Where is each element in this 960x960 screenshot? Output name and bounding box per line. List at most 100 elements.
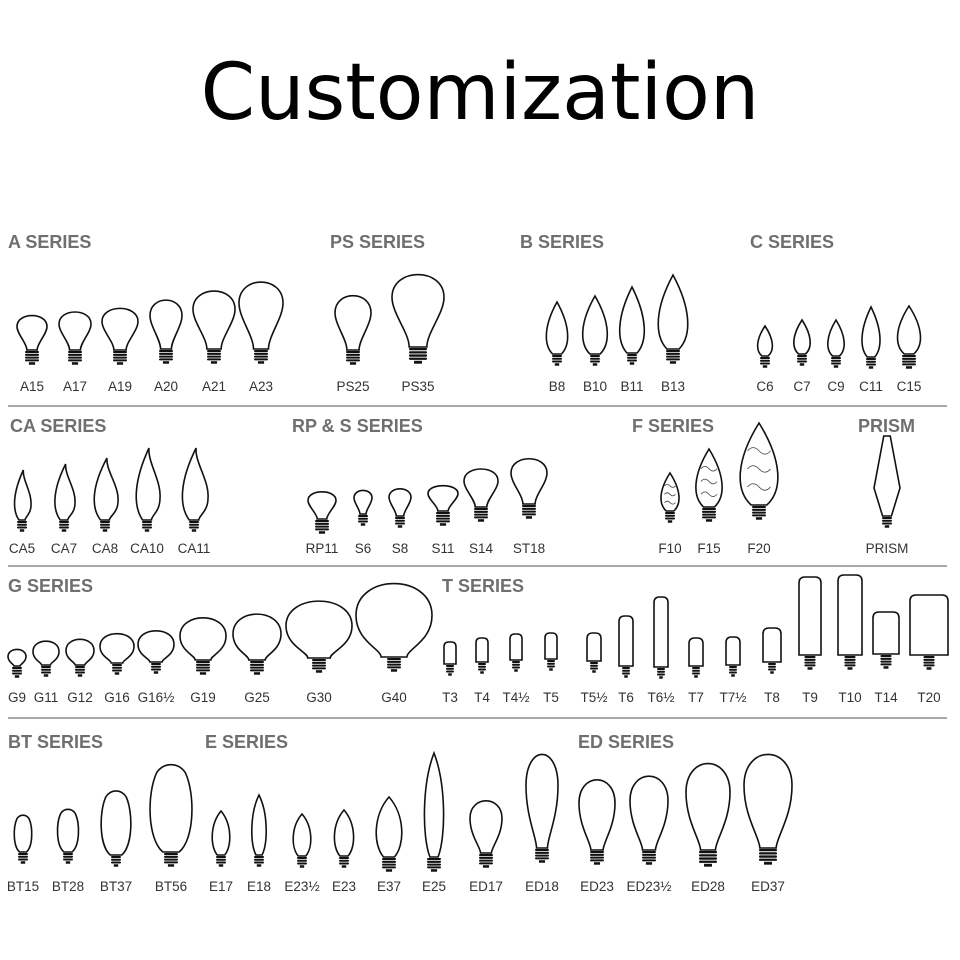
bulb-base-ring [547,662,555,665]
bulb-glass-shape [837,574,863,656]
bulb-label: E17 [209,879,233,894]
bulb-base-ring [446,670,454,673]
bulb-base-ring [627,359,637,362]
bulb-base-ring [41,668,51,671]
bulb-label: BT37 [100,879,132,894]
bulb-glass-shape [149,299,183,350]
bulb-glass-shape [32,640,60,666]
bulb-label: T6½ [647,690,674,705]
bulb-t20: T20 [909,594,949,705]
bulb-base-ring [41,671,51,674]
bulb-t7: T7 [688,637,704,705]
bulb-glass-shape [58,311,92,351]
bulb-glass-shape [793,318,811,355]
bulb-base-ring [512,663,520,666]
bulb-glass-shape [725,636,741,666]
bulb-base-ring [642,859,656,862]
bulb-base-tip [162,361,170,364]
bulb-base-ring [312,667,326,670]
bulb-e25: E25 [422,750,446,894]
bulb-base-ring [427,858,441,861]
series-title: PS SERIES [330,232,425,252]
bulb-base-ring [159,355,173,358]
bulb-base-ring [622,669,630,672]
bulb-base-ring [446,667,454,670]
bulb-base-ring [164,855,178,858]
bulb-glass-shape [211,809,231,856]
bulb-ed28: ED28 [685,763,731,894]
bulb-base-ring [207,352,221,355]
bulb-f15: F15 [695,447,723,556]
bulb-a21: A21 [192,290,236,394]
bulb-base-ring [346,356,360,359]
bulb-base-ring [590,853,604,856]
bulb-base-ring [151,665,161,668]
bulb-base-ring [760,359,770,362]
bulb-base-ring [387,663,401,666]
bulb-base-ring [387,658,401,661]
bulb-base-ring [752,508,766,511]
bulb-ca11: CA11 [178,447,210,556]
bulb-glass-shape [861,305,881,358]
bulb-base-ring [590,357,600,360]
bulb-base-tip [439,523,447,526]
bulb-glass-shape [873,435,901,517]
series-title: G SERIES [8,576,93,596]
bulb-s11: S11 [427,484,459,556]
bulb-label: G16 [104,690,130,705]
bulb-label: E23 [332,879,356,894]
bulb-glass-shape [251,793,267,856]
bulb-base-ring [831,357,841,359]
bulb-base-ring [478,665,486,668]
bulb-glass-shape [629,775,669,851]
bulb-base-ring [164,861,178,864]
bulb-base-ring [590,662,598,664]
bulb-base-ring [768,663,776,665]
bulb-base-ring [189,526,199,529]
bulb-glass-shape [355,582,433,658]
bulb-base-ring [923,664,935,667]
bulb-glass-shape [135,447,161,521]
bulb-glass-shape [469,800,503,854]
bulb-base-ring [68,359,82,362]
bulb-base-tip [116,362,124,365]
bulb-base-ring [535,854,549,857]
bulb-base-ring [590,667,598,670]
bulb-base-ring [479,856,493,859]
bulb-base-ring [479,859,493,862]
bulb-base-ring [68,353,82,356]
bulb-glass-shape [463,468,499,508]
bulb-e18: E18 [247,793,271,894]
bulb-base-ring [547,665,555,668]
bulb-label: BT28 [52,879,84,894]
bulb-base-ring [196,666,210,669]
bulb-base-ring [882,517,892,519]
bulb-base-ring [535,851,549,854]
bulb-label: T20 [917,690,940,705]
bulb-base-ring [312,664,326,667]
bulb-ed17: ED17 [469,800,503,894]
bulb-label: E23½ [284,879,319,894]
bulb-glass-shape [65,638,95,666]
series-title: T SERIES [442,576,524,596]
series-title: A SERIES [8,232,91,252]
bulb-glass-shape [192,290,236,350]
bulb-label: PS35 [401,379,434,394]
bulb-glass-shape [743,753,793,849]
bulb-g30: G30 [285,600,353,705]
bulb-base-ring [250,669,264,672]
bulb-base-tip [755,517,763,520]
bulb-base-tip [629,362,635,365]
bulb-base-ring [479,862,493,865]
bulb-base-ring [315,528,329,531]
bulb-label: A17 [63,379,87,394]
bulb-base-ring [844,664,856,667]
bulb-base-ring [41,666,51,668]
bulb-ed23-half: ED23½ [626,775,672,894]
bulb-t14: T14 [872,611,900,705]
bulb-label: S6 [355,541,372,556]
